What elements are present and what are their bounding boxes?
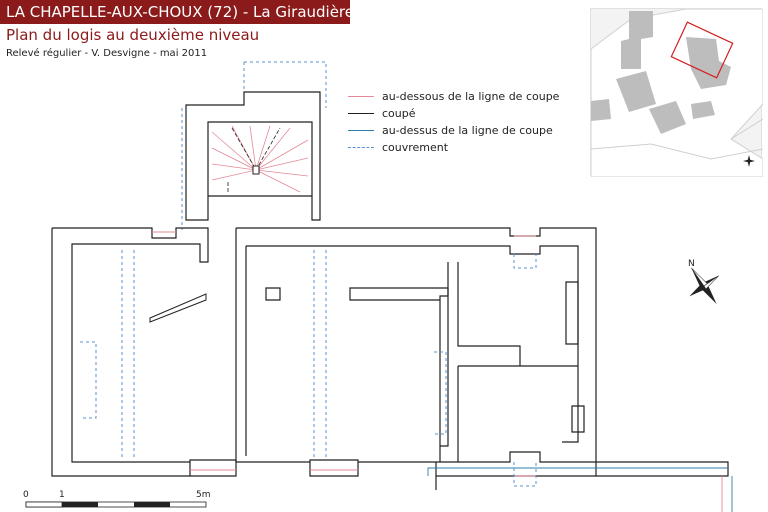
interior-wall-stub: [349, 287, 449, 301]
compass-rose: [689, 267, 719, 305]
legend-swatch-vault: [348, 147, 374, 148]
interior-pier: [265, 287, 281, 301]
below-cut-lines: [152, 231, 723, 512]
compass-north-label: N: [688, 259, 695, 269]
scale-label-0: 0: [23, 490, 29, 500]
stair-steps: [211, 125, 309, 193]
inset-building: [616, 71, 656, 112]
legend-item-above: au-dessus de la ligne de coupe: [348, 122, 559, 139]
inset-highlight-frame: [670, 21, 734, 79]
legend-label: au-dessous de la ligne de coupe: [382, 90, 560, 103]
location-inset-map: [590, 8, 764, 178]
legend-label: coupé: [382, 107, 416, 120]
east-inner-wall: [246, 245, 579, 443]
legend-swatch-below: [348, 96, 374, 97]
scale-bar: [25, 501, 207, 508]
legend-label: couvrement: [382, 141, 449, 154]
south-wall-pier: [189, 459, 237, 477]
page-subtitle: Plan du logis au deuxième niveau: [6, 26, 260, 44]
above-cut-lines: [427, 467, 733, 512]
survey-credit: Relevé régulier - V. Desvigne - mai 2011: [6, 48, 208, 59]
inset-building: [691, 101, 715, 119]
inset-road: [590, 143, 764, 160]
scale-label-1: 1: [59, 490, 65, 500]
inset-building: [686, 37, 731, 89]
inset-building: [591, 99, 611, 121]
legend-swatch-cut: [348, 113, 374, 114]
page-title: LA CHAPELLE-AUX-CHOUX (72) - La Giraudiè…: [0, 0, 354, 24]
inset-map-drawing: [590, 8, 764, 178]
south-outer-wall: [435, 461, 729, 477]
interior-wall: [439, 296, 449, 447]
inset-north-arrow: [743, 155, 755, 167]
west-outer-wall: [51, 228, 190, 477]
legend-item-cut: coupé: [348, 105, 559, 122]
stair-vault-outline: [244, 61, 327, 108]
stair-tower-wall: [185, 91, 321, 221]
central-wall: [235, 228, 310, 463]
vault-outlines: [80, 250, 537, 487]
south-wall-pier: [309, 459, 359, 477]
legend-swatch-above: [348, 130, 374, 131]
legend-item-below: au-dessous de la ligne de coupe: [348, 88, 559, 105]
inset-building: [649, 101, 686, 134]
east-window-recess: [565, 281, 579, 345]
interior-partition: [447, 262, 578, 367]
scale-label-5m: 5m: [196, 490, 211, 500]
west-room-wall: [52, 227, 209, 463]
legend-label: au-dessus de la ligne de coupe: [382, 124, 553, 137]
inset-road: [730, 118, 764, 140]
inset-building: [621, 11, 653, 69]
stair-newel: [252, 165, 260, 175]
legend: au-dessous de la ligne de coupe coupé au…: [348, 88, 559, 156]
east-fireplace: [571, 405, 585, 433]
diagonal-partition: [149, 293, 207, 323]
east-outer-wall: [236, 227, 597, 463]
legend-item-vault: couvrement: [348, 139, 559, 156]
